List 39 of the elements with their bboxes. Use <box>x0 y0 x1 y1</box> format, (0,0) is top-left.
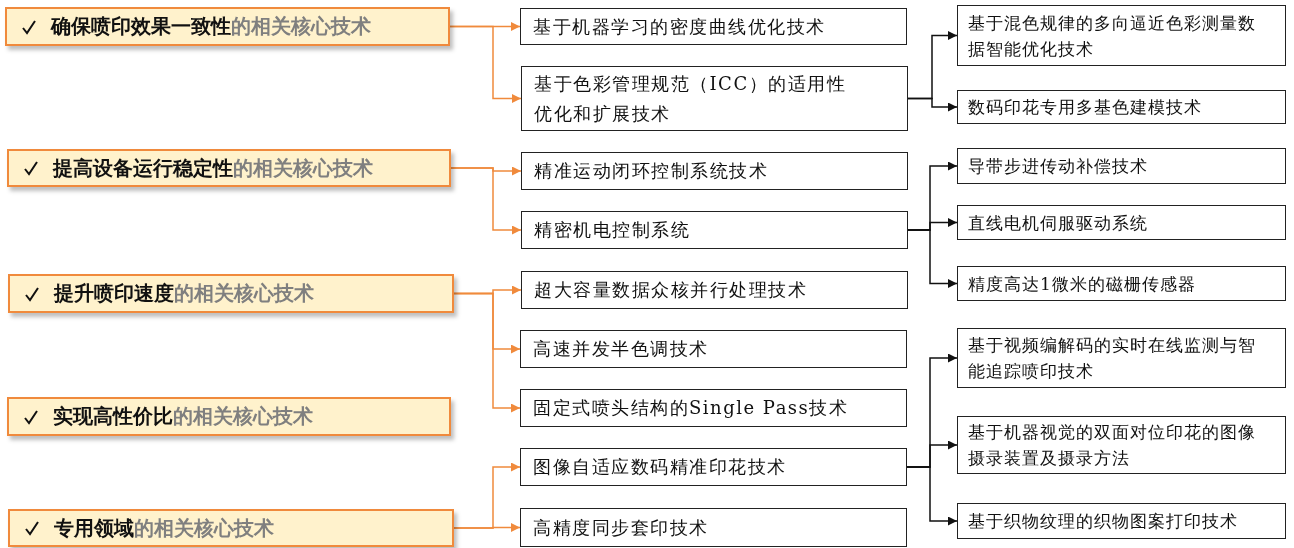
heading-suffix: 的相关核心技术 <box>231 14 371 38</box>
technology-box: 基于机器学习的密度曲线优化技术 <box>520 8 907 45</box>
arrow <box>453 523 521 532</box>
heading-text: 实现高性价比 <box>53 404 173 428</box>
technology-box: 基于色彩管理规范（ICC）的适用性优化和扩展技术 <box>521 66 908 131</box>
heading-suffix: 的相关核心技术 <box>134 515 274 540</box>
technology-box: 固定式喷头结构的Single Pass技术 <box>520 389 907 427</box>
category-box <box>5 7 450 46</box>
technology-box: 高精度同步套印技术 <box>520 508 907 547</box>
arrow <box>907 97 958 112</box>
sub-technology-box: 基于机器视觉的双面对位印花的图像摄录装置及摄录方法 <box>957 416 1286 474</box>
sub-technology-box: 基于织物纹理的织物图案打印技术 <box>957 503 1286 539</box>
heading-text: 提升喷印速度 <box>54 281 174 305</box>
sub-technology-box: 数码印花专用多基色建模技术 <box>957 90 1286 124</box>
sub-technology-box: 导带步进传动补偿技术 <box>957 148 1286 184</box>
sub-technology-box: 基于混色规律的多向逼近色彩测量数据智能优化技术 <box>957 5 1286 66</box>
sub-technology-box: 基于视频编解码的实时在线监测与智能追踪喷印技术 <box>957 328 1286 388</box>
category-box <box>7 397 451 436</box>
technology-box: 精准运动闭环控制系统技术 <box>521 152 908 190</box>
heading-suffix: 的相关核心技术 <box>233 155 373 180</box>
arrow <box>453 292 521 413</box>
arrow <box>450 167 522 235</box>
technology-box: 高速并发半色调技术 <box>520 330 907 368</box>
technology-box: 图像自适应数码精准印花技术 <box>520 448 907 486</box>
technology-box: 超大容量数据众核并行处理技术 <box>521 271 908 309</box>
arrow <box>907 229 958 288</box>
heading-suffix: 的相关核心技术 <box>173 404 313 428</box>
heading-text: 专用领域 <box>54 515 134 540</box>
arrow <box>449 25 522 103</box>
arrow <box>906 466 958 526</box>
category-box <box>8 509 454 547</box>
technology-box: 精密机电控制系统 <box>521 211 908 249</box>
sub-technology-box: 精度高达1微米的磁栅传感器 <box>957 266 1286 301</box>
sub-technology-box: 直线电机伺服驱动系统 <box>957 205 1286 240</box>
category-box <box>8 274 454 313</box>
category-box <box>7 149 451 187</box>
heading-text: 提高设备运行稳定性 <box>53 155 233 180</box>
heading-text: 确保喷印效果一致性 <box>51 14 231 38</box>
heading-suffix: 的相关核心技术 <box>174 281 314 305</box>
